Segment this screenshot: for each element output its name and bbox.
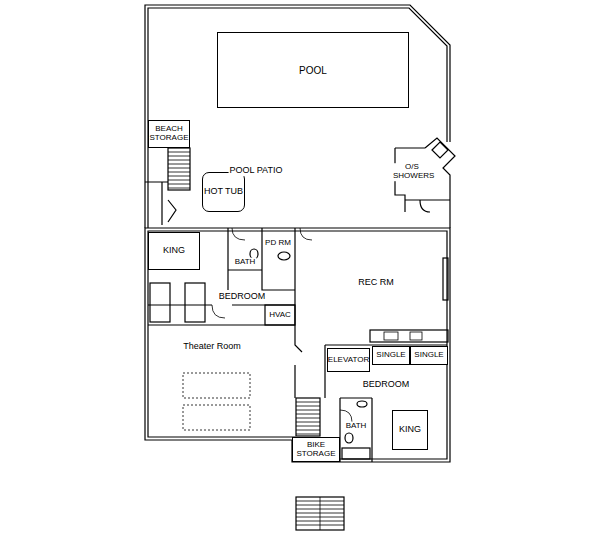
toilet — [345, 433, 353, 443]
stair-treads — [168, 152, 190, 188]
seating — [183, 373, 250, 398]
room-label: BATH — [234, 258, 257, 267]
interior-wall — [295, 228, 302, 398]
plan-box: HOT TUB — [202, 172, 245, 212]
room-label: Theater Room — [182, 342, 242, 352]
range — [410, 332, 422, 340]
shower-wall — [395, 138, 455, 228]
plan-box: BEACH STORAGE — [148, 120, 190, 148]
room-label: POOL PATIO — [229, 166, 284, 176]
plan-box: KING — [148, 232, 200, 270]
bed — [185, 283, 205, 322]
room-label: PD RM — [264, 239, 292, 248]
sink — [357, 401, 367, 407]
plan-box: KING — [392, 410, 428, 450]
counter — [370, 330, 448, 342]
room-text: SINGLE — [376, 351, 405, 360]
closet-wall — [145, 182, 176, 225]
plan-box: BIKE STORAGE — [292, 437, 340, 462]
patio-wall — [405, 200, 450, 212]
room-text: SINGLE — [414, 351, 443, 360]
door-swing — [212, 228, 352, 422]
wall-unit — [443, 258, 448, 300]
interior-wall — [325, 345, 447, 462]
plan-box: SINGLE — [410, 346, 448, 365]
plan-box: SINGLE — [372, 346, 410, 365]
room-text: KING — [399, 425, 421, 435]
stair-treads — [296, 402, 320, 434]
seating — [183, 405, 250, 430]
bed — [150, 283, 170, 322]
sink — [278, 252, 290, 260]
room-text: POOL — [299, 65, 327, 76]
stairs — [296, 398, 320, 436]
sink — [384, 332, 398, 340]
room-text: BIKE STORAGE — [293, 441, 339, 459]
tub — [342, 448, 370, 459]
room-label: BEDROOM — [218, 292, 267, 302]
hvac-closet — [265, 305, 295, 325]
room-text: HOT TUB — [204, 187, 243, 197]
room-label: REC RM — [357, 278, 395, 288]
room-label: O/S SHOWERS — [392, 163, 432, 181]
room-label: HVAC — [268, 311, 292, 320]
room-text: ELEVATOR — [328, 356, 369, 365]
exterior-wall — [145, 228, 450, 462]
bath-wall — [228, 228, 295, 290]
room-text: KING — [163, 246, 185, 256]
plan-box: POOL — [217, 32, 409, 108]
room-label: BATH — [345, 422, 368, 431]
stairs — [168, 148, 190, 190]
room-text: BEACH STORAGE — [149, 125, 189, 143]
stairs — [296, 497, 344, 530]
room-label: BEDROOM — [362, 380, 411, 390]
stair-treads — [296, 497, 344, 530]
shower-fixture — [432, 142, 448, 158]
plan-box: ELEVATOR — [327, 348, 370, 372]
